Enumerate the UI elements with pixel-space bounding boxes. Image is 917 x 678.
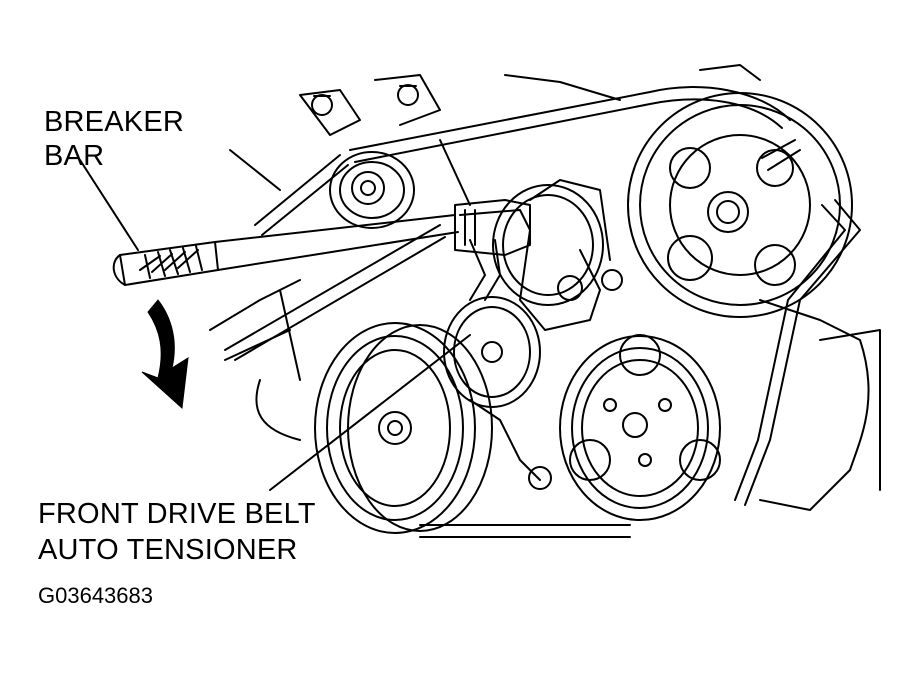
tensioner-body [454,184,604,331]
breaker-bar-label-line2: BAR [44,140,105,172]
curved-arrow-down-icon [141,299,189,410]
idler-pulley-top [329,151,415,229]
crankshaft-pulley [314,322,493,534]
breaker-bar-label-line1: BREAKER [44,106,184,138]
bottom-right-pulley [559,334,721,521]
tensioner-pulley [443,296,541,408]
top-right-pulley [627,92,853,318]
breaker-bar [112,214,459,286]
drive-belt [224,86,861,538]
leader-lines [79,159,471,491]
tensioner-label-line1: FRONT DRIVE BELT [38,498,316,530]
figure-code: G03643683 [38,583,153,608]
engine-outline [209,64,881,511]
tensioner-label-line2: AUTO TENSIONER [38,534,298,566]
